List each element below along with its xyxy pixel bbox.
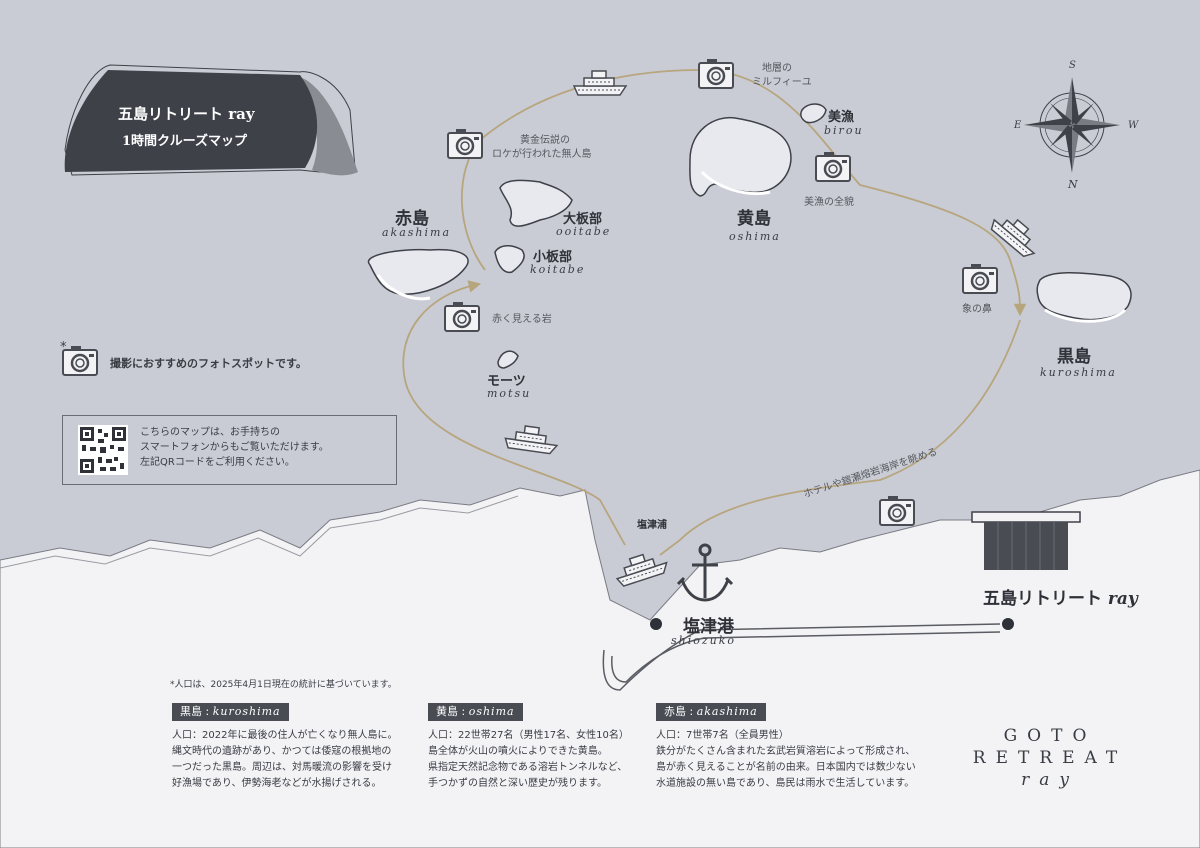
spot-strata-1: 地層の: [762, 63, 792, 74]
info-tag-kuroshima: 黒島 : kuroshima: [172, 703, 289, 721]
qr-info-box: [62, 415, 397, 485]
population-note: *人口は、2025年4月1日現在の統計に基づいています。: [170, 680, 397, 690]
info-body-oshima: 人口：22世帯27名（男性17名、女性10名） 島全体が火山の噴火によりできた黄…: [428, 730, 629, 789]
spot-elephant-nose: 象の鼻: [962, 304, 992, 315]
camera-icon: [446, 127, 484, 160]
spot-legend-island-2: ロケが行われた無人島: [492, 149, 592, 160]
spot-legend-island-1: 黄金伝説の: [520, 135, 570, 146]
island-romaji-kuroshima: kuroshima: [1040, 366, 1117, 379]
island-ooitabe: [499, 179, 573, 227]
spot-birou-view: 美漁の全貌: [804, 197, 854, 208]
hotel-name: 五島リトリート ray: [983, 589, 1138, 609]
camera-icon: [961, 262, 999, 295]
qr-description: こちらのマップは、お手持ちの スマートフォンからもご覧いただけます。 左記QRコ…: [140, 427, 329, 468]
compass-rose-icon: [1024, 77, 1120, 173]
camera-icon: [814, 150, 852, 183]
port-marker: [650, 618, 662, 630]
island-akashima: [367, 248, 469, 301]
island-romaji-koitabe: koitabe: [530, 263, 586, 276]
compass-n: N: [1068, 178, 1080, 191]
info-tag-akashima: 赤島 : akashima: [656, 703, 766, 721]
island-birou: [800, 103, 827, 124]
island-romaji-birou: birou: [824, 124, 864, 137]
anchor-icon: [676, 543, 734, 602]
boat-icon: [573, 70, 627, 96]
island-name-birou: 美漁: [828, 110, 855, 125]
island-kuroshima: [1036, 271, 1132, 323]
legend-asterisk: *: [60, 340, 67, 355]
info-body-akashima: 人口：7世帯7名（全員男性） 鉄分がたくさん含まれた玄武岩質溶岩によって形成され…: [656, 730, 916, 789]
banner-title: 五島リトリート ray: [118, 105, 255, 123]
spot-shiozura: 塩津浦: [637, 520, 667, 531]
info-body-kuroshima: 人口：2022年に最後の住人が亡くなり無人島に。 縄文時代の遺跡があり、かつては…: [172, 730, 398, 789]
hotel-building-icon: [971, 511, 1081, 570]
camera-icon: [697, 57, 735, 90]
legend-photo-spot: 撮影におすすめのフォトスポットです。: [110, 357, 307, 370]
boat-icon: [503, 422, 560, 456]
qr-code[interactable]: [78, 425, 128, 475]
island-name-kuroshima: 黒島: [1057, 347, 1091, 367]
island-romaji-motsu: motsu: [487, 387, 532, 400]
compass-s: S: [1069, 60, 1078, 71]
island-name-akashima: 赤島: [395, 209, 429, 229]
port-name: 塩津港: [683, 617, 734, 637]
island-romaji-ooitabe: ooitabe: [556, 225, 612, 238]
info-tag-oshima: 黄島 : oshima: [428, 703, 523, 721]
compass-e: E: [1014, 120, 1024, 131]
island-name-ooitabe: 大板部: [563, 212, 603, 227]
port-romaji: shiozuko: [671, 634, 737, 647]
island-name-koitabe: 小板部: [533, 250, 573, 265]
island-romaji-akashima: akashima: [382, 226, 452, 239]
boat-icon: [987, 207, 1045, 261]
title-banner: [64, 64, 358, 176]
island-romaji-oshima: oshima: [729, 230, 781, 243]
island-name-oshima: 黄島: [737, 209, 771, 229]
island-oshima: [689, 116, 792, 197]
main-island-land: [0, 469, 1200, 848]
banner-subtitle: 1時間クルーズマップ: [122, 134, 248, 149]
camera-icon: [443, 300, 481, 333]
spot-strata-2: ミルフィーユ: [752, 77, 812, 88]
camera-icon: [61, 344, 99, 377]
spot-red-rock: 赤く見える岩: [492, 314, 552, 325]
camera-icon: [878, 494, 916, 527]
brand-line-3: ray: [1021, 770, 1079, 790]
island-motsu: [497, 350, 519, 369]
island-koitabe: [494, 245, 525, 274]
island-name-motsu: モーツ: [487, 374, 526, 389]
brand-line-2: RETREAT: [972, 748, 1128, 768]
compass-w: W: [1128, 120, 1141, 131]
hotel-marker: [1002, 618, 1014, 630]
brand-line-1: GOTO: [1003, 726, 1097, 746]
